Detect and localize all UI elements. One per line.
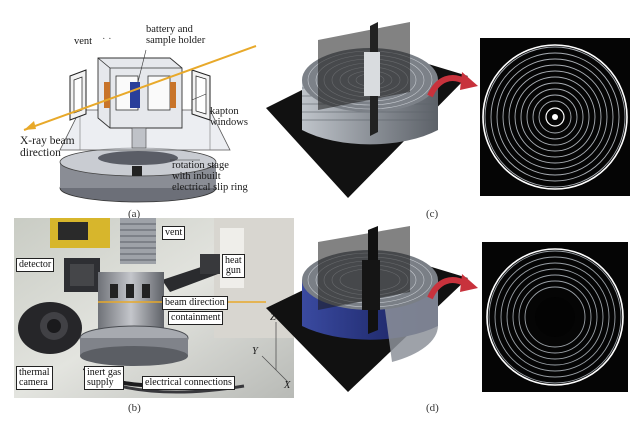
label-heat-gun-line1: heat <box>225 255 242 266</box>
caption-a: (a) <box>128 208 141 220</box>
label-inert-line1: inert gas <box>87 367 122 378</box>
label-inert-gas: inert gas supply <box>84 366 125 390</box>
tomography-render-c <box>266 22 630 198</box>
label-heat-gun-line2: gun <box>225 265 241 276</box>
axis-x-label: X <box>284 380 291 391</box>
label-detector: detector <box>16 258 55 272</box>
label-battery: battery and sample holder <box>146 24 205 46</box>
label-kapton-line2: windows <box>210 117 248 128</box>
axis-z-label: Z <box>270 312 276 323</box>
label-battery-line1: battery and <box>146 24 193 35</box>
panel-b-photo: detector vent heat gun beam direction co… <box>14 218 294 398</box>
label-rotation-line2: with inbuilt <box>172 171 221 182</box>
label-vent: vent <box>74 36 93 47</box>
label-rotation-line1: rotation stage <box>172 160 229 171</box>
label-heat-gun: heat gun <box>222 254 245 278</box>
panel-a-schematic: vent · · battery and sample holder X-ray… <box>20 10 270 210</box>
label-containment: containment <box>168 311 224 325</box>
label-xray-beam: X-ray beam direction <box>20 135 75 159</box>
label-vent: vent <box>162 226 186 240</box>
label-rotation-line3: electrical slip ring <box>172 182 248 193</box>
label-kapton-line1: kapton <box>210 106 239 117</box>
label-kapton: kapton windows <box>210 106 248 128</box>
label-xray-line2: direction <box>20 147 61 159</box>
label-inert-line2: supply <box>87 377 114 388</box>
label-thermal-camera: thermal camera <box>16 366 53 390</box>
panel-d-render <box>262 222 632 400</box>
label-battery-line2: sample holder <box>146 35 206 46</box>
panel-c-render <box>262 12 632 208</box>
tomography-render-d <box>266 226 628 392</box>
label-thermal-line1: thermal <box>19 367 50 378</box>
label-vent-dots: · · <box>102 34 112 45</box>
axis-y-label: Y <box>252 346 258 357</box>
caption-b: (b) <box>128 402 141 414</box>
experimental-setup-photo <box>14 218 294 398</box>
caption-d: (d) <box>426 402 439 414</box>
label-thermal-line2: camera <box>19 377 48 388</box>
label-beam-direction: beam direction <box>162 296 228 310</box>
label-rotation-stage: rotation stage with inbuilt electrical s… <box>172 160 248 193</box>
label-electrical-connections: electrical connections <box>142 376 235 390</box>
caption-c: (c) <box>426 208 439 220</box>
cell-schematic-diagram <box>23 45 257 203</box>
label-xray-line1: X-ray beam <box>20 135 75 147</box>
